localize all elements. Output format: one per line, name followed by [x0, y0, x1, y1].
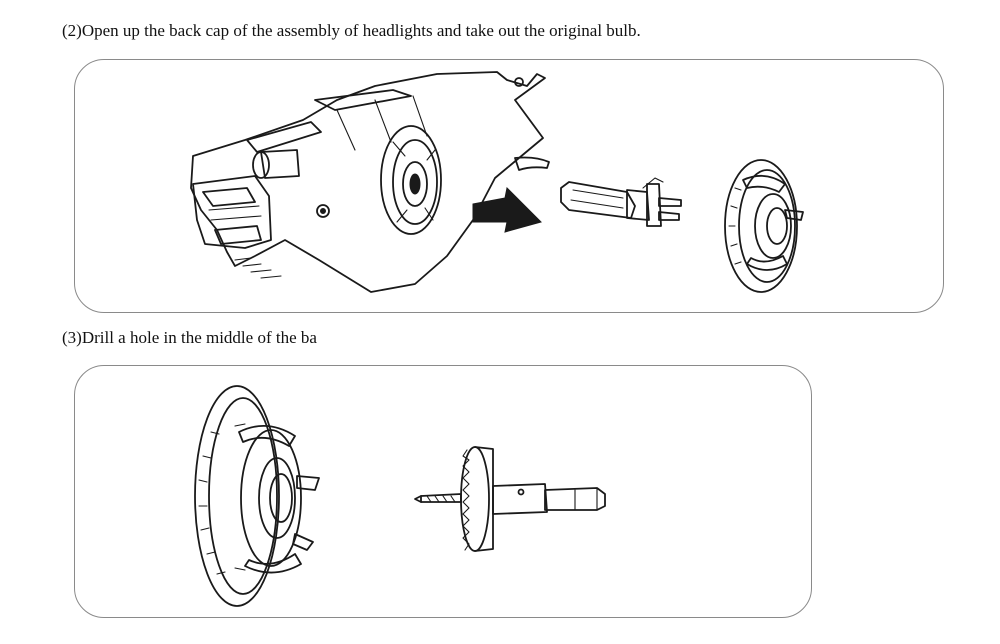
step-3-instruction: (3)Drill a hole in the middle of the ba: [62, 328, 317, 347]
step-3-illustration: [194, 385, 606, 607]
step-3-illustration-panel: [74, 365, 812, 618]
headlight-assembly-icon: [190, 71, 550, 293]
step-2-illustration-panel: [74, 59, 944, 313]
arrow-icon: [472, 186, 542, 233]
step-2-instruction: (2)Open up the back cap of the assembly …: [62, 21, 641, 40]
hole-saw-drill-icon: [414, 446, 606, 552]
back-cap-icon: [724, 159, 804, 293]
step-2-illustration: [190, 71, 804, 293]
back-cap-icon: [194, 385, 320, 607]
h7-bulb-icon: [560, 177, 682, 227]
